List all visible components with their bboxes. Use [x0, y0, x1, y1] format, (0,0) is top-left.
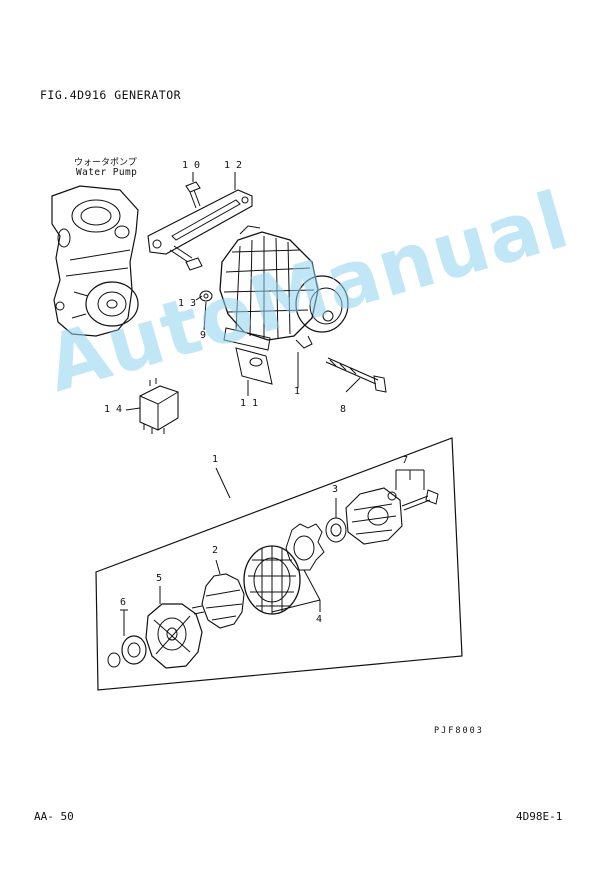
bolt-7-drawing — [387, 469, 439, 511]
leader-1b — [215, 467, 231, 499]
rotor-drawing — [191, 559, 245, 629]
callout-2: 2 — [212, 545, 219, 556]
pulley-drawing — [107, 609, 147, 668]
breakdown-panel-border — [95, 437, 463, 691]
callout-1-panel: 1 — [212, 454, 219, 465]
drawing-code: PJF8003 — [434, 726, 484, 736]
bolt-13-drawing — [169, 245, 203, 271]
callout-5: 5 — [156, 573, 163, 584]
leader-8 — [345, 377, 361, 393]
footer-page-number: AA- 50 — [34, 810, 74, 823]
rear-cover-drawing — [345, 487, 403, 545]
callout-13: 1 3 — [178, 298, 197, 309]
callout-10: 1 0 — [182, 160, 201, 171]
leader-14 — [125, 407, 141, 411]
spacer-11-drawing — [223, 327, 273, 385]
adjusting-bar-drawing — [147, 189, 253, 255]
callout-8: 8 — [340, 404, 347, 415]
callout-11: 1 1 — [240, 398, 259, 409]
washer-9-drawing — [199, 290, 213, 302]
callout-12: 1 2 — [224, 160, 243, 171]
generator-assembly-drawing — [219, 225, 349, 349]
figure-title: FIG.4D916 GENERATOR — [40, 88, 182, 102]
bolt-8-drawing — [325, 357, 387, 393]
callout-14: 1 4 — [104, 404, 123, 415]
callout-6: 6 — [120, 597, 127, 608]
callout-9: 9 — [200, 330, 207, 341]
bearing-3-drawing — [325, 498, 347, 543]
stator-drawing — [243, 545, 301, 615]
bolt-10-drawing — [185, 181, 201, 209]
callout-7: 7 — [402, 455, 409, 466]
water-pump-label-jp: ウォータポンプ — [74, 158, 137, 168]
leader-4 — [271, 569, 321, 613]
leader-13 — [195, 295, 203, 301]
water-pump-label-en: Water Pump — [76, 167, 138, 178]
rectifier-drawing — [285, 523, 325, 571]
relay-14-drawing — [139, 378, 179, 434]
callout-4: 4 — [316, 614, 323, 625]
callout-3: 3 — [332, 484, 339, 495]
leader-9 — [203, 301, 207, 331]
callout-1-top: 1 — [294, 386, 301, 397]
front-cover-drawing — [145, 586, 203, 669]
footer-model-code: 4D98E-1 — [516, 810, 563, 823]
water-pump-drawing — [51, 185, 139, 337]
